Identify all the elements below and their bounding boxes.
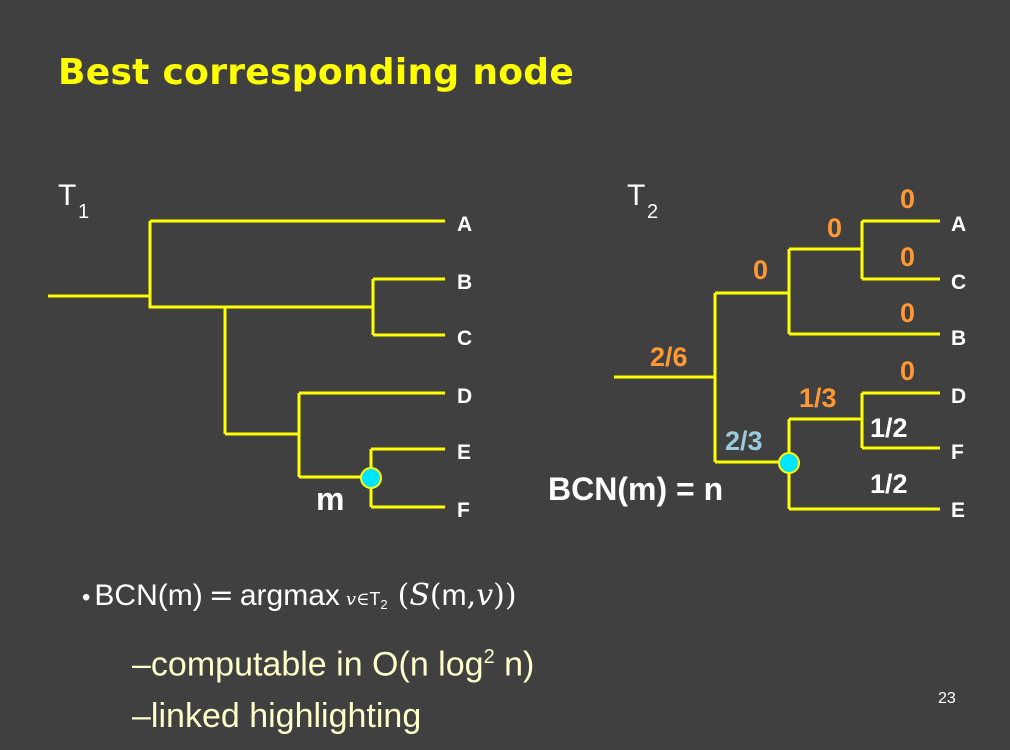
t2-leaf-f: F: [951, 441, 964, 464]
formula-inner-open: (: [429, 578, 442, 613]
t2-leaf-d: D: [951, 385, 966, 408]
formula-equals: =: [208, 578, 234, 613]
formula-func: S: [409, 578, 430, 613]
t1-leaf-b: B: [457, 271, 472, 294]
bullet-computable-text: computable in O(n log: [150, 645, 484, 684]
bullet-computable-sup: 2: [483, 646, 495, 668]
t1-leaf-d: D: [457, 385, 472, 408]
tree-t2: [614, 219, 940, 511]
t1-root-lower-branch: [148, 221, 225, 309]
t2-leaf-e: E: [951, 499, 965, 522]
t2-score-lower: 2/3: [725, 426, 763, 456]
formula-operator: argmax: [239, 579, 340, 612]
formula-sub-var: v: [345, 589, 357, 610]
bcn-label: BCN(m) = n: [548, 471, 723, 507]
t1-leaf-c: C: [457, 327, 472, 350]
t2-score-b: 0: [900, 298, 915, 328]
bullet-computable-end: n): [494, 645, 535, 684]
t1-title: T: [58, 179, 76, 212]
formula-sub-set-index: 2: [380, 597, 388, 612]
formula-subscript: v∈T2: [346, 573, 388, 631]
t1-node-label-m: m: [316, 481, 344, 517]
t2-score-ac-node: 0: [827, 213, 842, 243]
t2-title: T: [627, 179, 645, 212]
formula-comma: ,: [466, 578, 477, 613]
t2-score-d: 0: [900, 356, 915, 386]
bullet-dash-1: –: [132, 645, 151, 684]
formula-open: (: [397, 578, 410, 613]
formula-sub-in: ∈: [356, 589, 370, 610]
bullet-linked-text: linked highlighting: [150, 697, 422, 736]
bullet-formula: • BCN(m) = argmax v∈T2 ( S ( m , v )): [82, 570, 534, 631]
t2-leaf-a: A: [951, 213, 966, 236]
tree-t1: [48, 219, 445, 509]
formula-lhs: BCN(m): [94, 579, 203, 612]
t1-leaf-f: F: [457, 499, 470, 522]
bullet-dot-icon: •: [82, 584, 91, 611]
t2-score-e: 1/2: [870, 469, 908, 499]
t2-score-df-node: 1/3: [799, 383, 837, 413]
bullet-linked: –linked highlighting: [132, 690, 534, 742]
bullet-dash-2: –: [132, 697, 151, 736]
slide-title: Best corresponding node: [58, 52, 575, 93]
formula-close: )): [493, 578, 517, 613]
t2-score-root: 2/6: [650, 342, 688, 372]
t2-score-c: 0: [900, 242, 915, 272]
formula-sub-set: T: [369, 589, 381, 609]
t2-score-upper: 0: [753, 255, 768, 285]
t1-title-sub: 1: [78, 201, 89, 223]
bullet-computable: –computable in O(n log2 n): [132, 631, 534, 690]
t1-leaf-a: A: [457, 213, 472, 236]
t1-node-marker: [360, 467, 382, 489]
t2-leaf-b: B: [951, 327, 966, 350]
page-number: 23: [938, 690, 956, 707]
t2-score-a: 0: [900, 184, 915, 214]
t2-title-sub: 2: [647, 201, 658, 223]
t1-leaf-e: E: [457, 441, 471, 464]
t2-node-marker: [778, 452, 800, 474]
t2-leaf-c: C: [951, 271, 966, 294]
bullet-list: • BCN(m) = argmax v∈T2 ( S ( m , v )) –c…: [82, 570, 534, 742]
t2-score-f: 1/2: [870, 413, 908, 443]
formula-arg1: m: [441, 579, 467, 612]
formula-arg2: v: [476, 578, 494, 613]
